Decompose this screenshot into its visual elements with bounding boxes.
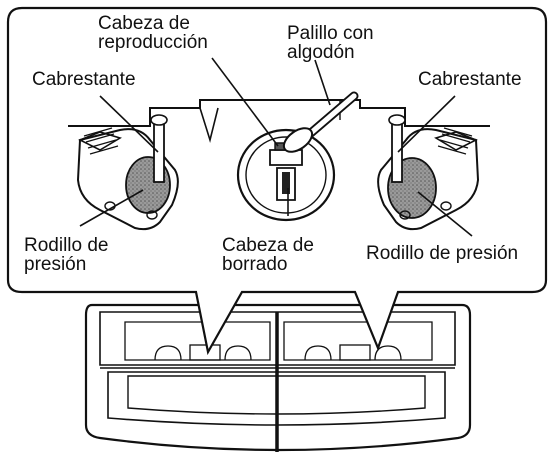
label-capstan-left: Cabrestante: [32, 70, 136, 89]
leader-playback-head: [211, 57, 279, 147]
cassette-inner-rim: [99, 311, 456, 366]
label-cotton-swab-line1: Palillo con: [287, 23, 374, 44]
left-roller-assembly: [76, 114, 179, 231]
right-roller-assembly: [377, 114, 480, 231]
cassette-left-hubs: [154, 344, 252, 361]
label-pinch-roller-left: Rodillo de presión: [24, 236, 109, 274]
cassette-right-hubs: [304, 344, 402, 361]
label-pinch-roller-left-line2: presión: [24, 254, 87, 275]
leader-capstan-right: [397, 95, 456, 153]
label-pinch-roller-left-line1: Rodillo de: [24, 235, 109, 256]
cassette-window: [127, 375, 426, 415]
leader-pinch-right: [417, 191, 473, 237]
left-capstan: [153, 119, 165, 183]
label-cotton-swab-line2: algodón: [287, 42, 355, 63]
playback-head: [269, 149, 303, 166]
label-erase-head: Cabeza de borrado: [222, 236, 314, 274]
label-pinch-roller-right-text: Rodillo de presión: [366, 243, 519, 264]
leader-lines: [79, 57, 473, 237]
right-capstan: [391, 119, 403, 183]
tape-cassette: [84, 303, 472, 452]
label-capstan-left-text: Cabrestante: [32, 69, 136, 90]
leader-capstan-left: [99, 95, 159, 153]
label-cotton-swab: Palillo con algodón: [287, 24, 374, 62]
swab-tip: [282, 127, 314, 153]
label-playback-head-line1: Cabeza de: [98, 13, 190, 34]
cotton-swab: [282, 91, 359, 153]
cassette-face-panel: [107, 371, 446, 426]
label-erase-head-line1: Cabeza de: [222, 235, 314, 256]
label-playback-head: Cabeza de reproducción: [98, 14, 208, 52]
label-capstan-right: Cabrestante: [418, 70, 522, 89]
label-playback-head-line2: reproducción: [98, 32, 208, 53]
label-pinch-roller-right: Rodillo de presión: [366, 244, 518, 263]
leader-pinch-left: [79, 189, 144, 227]
leader-cotton-swab: [314, 59, 331, 106]
label-erase-head-line2: borrado: [222, 254, 288, 275]
label-capstan-right-text: Cabrestante: [418, 69, 522, 90]
